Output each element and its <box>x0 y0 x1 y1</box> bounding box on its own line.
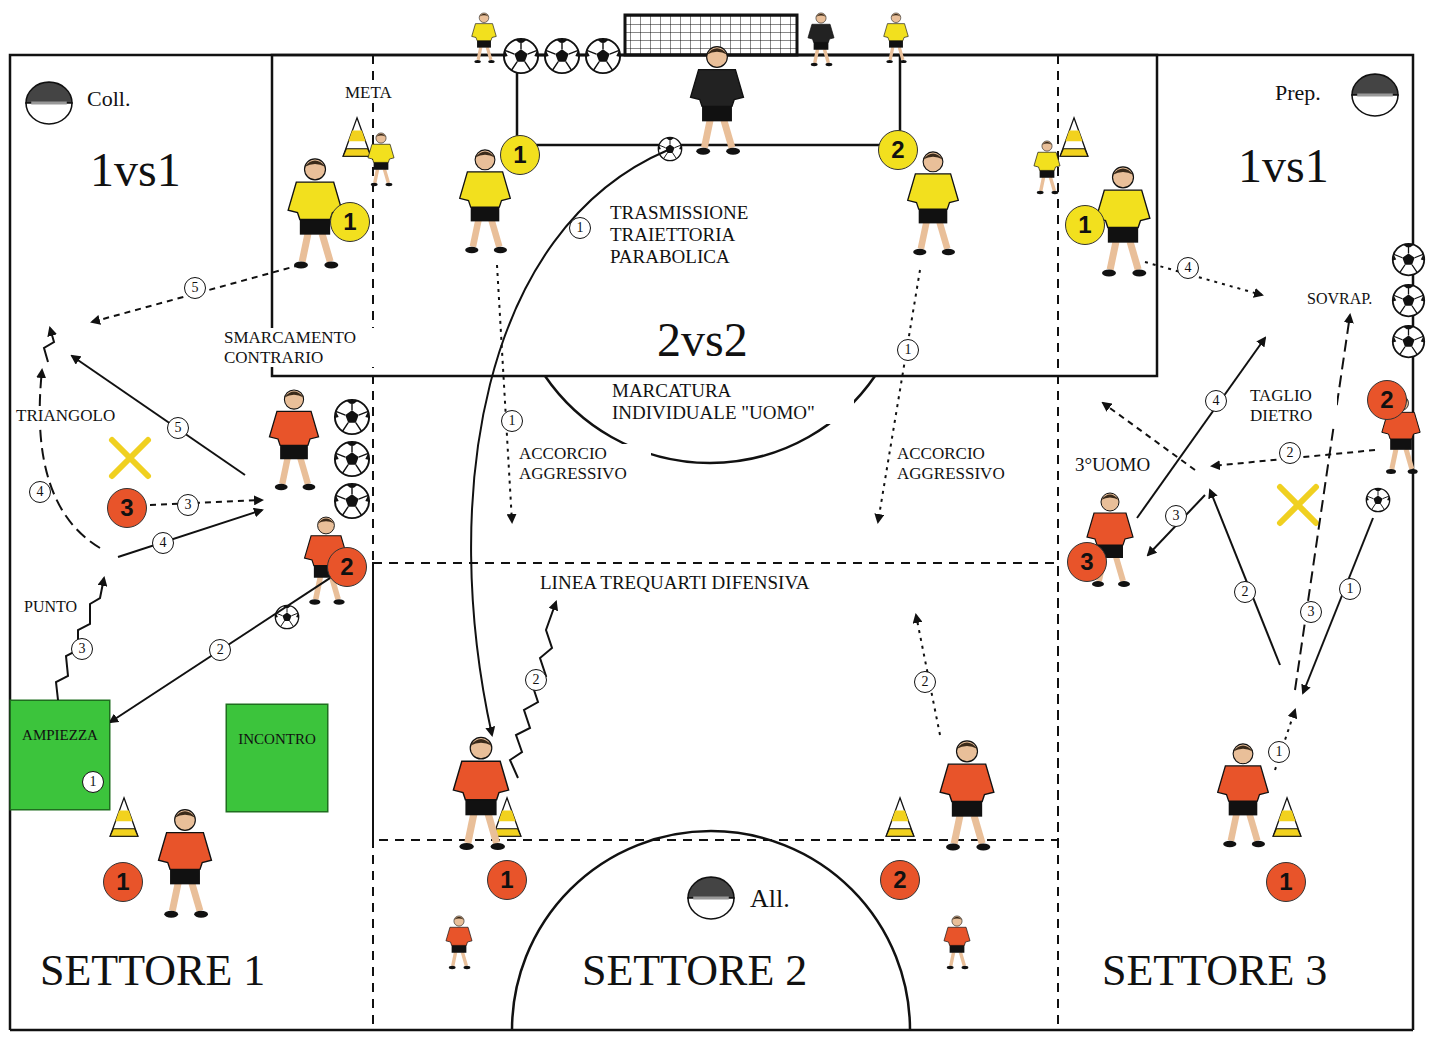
sector-title: SETTORE 1 <box>38 946 267 997</box>
player-number: 2 <box>1380 386 1393 414</box>
callout-number: 3 <box>177 494 199 516</box>
player-marker: 1 <box>500 135 540 175</box>
player-marker: 1 <box>487 860 527 900</box>
player-number: 1 <box>116 868 129 896</box>
callout-number: 4 <box>29 481 51 503</box>
callout-number: 2 <box>1234 581 1256 603</box>
player-number: 1 <box>1279 868 1292 896</box>
note-label: TAGLIO DIETRO <box>1248 386 1337 425</box>
player-number: 1 <box>343 208 356 236</box>
callout-number: 1 <box>501 410 523 432</box>
zone-label: INCONTRO <box>238 731 316 748</box>
player-marker: 2 <box>1367 380 1407 420</box>
pitch-lines <box>10 15 1413 1030</box>
player-number: 1 <box>500 866 513 894</box>
player-marker: 3 <box>1067 542 1107 582</box>
note-label: All. <box>748 884 792 914</box>
callout-number: 4 <box>152 532 174 554</box>
player-marker: 1 <box>1266 862 1306 902</box>
callout-number: 1 <box>569 217 591 239</box>
sector-title: 1vs1 <box>1236 138 1331 193</box>
callout-number: 3 <box>1300 601 1322 623</box>
note-label: MARCATURA INDIVIDUALE "UOMO" <box>610 380 854 424</box>
player-number: 3 <box>120 494 133 522</box>
callout-number: 5 <box>184 277 206 299</box>
callout-number: 4 <box>1205 390 1227 412</box>
player-marker: 2 <box>878 130 918 170</box>
note-label: PUNTO <box>22 598 79 616</box>
callout-number: 3 <box>71 638 93 660</box>
note-label: LINEA TREQUARTI DIFENSIVA <box>538 572 811 594</box>
note-label: Coll. <box>85 86 132 111</box>
sector-title: 2vs2 <box>655 312 750 367</box>
zone-box: INCONTRO <box>226 704 328 812</box>
player-marker: 2 <box>880 860 920 900</box>
player-marker: 3 <box>107 488 147 528</box>
callout-number: 5 <box>167 417 189 439</box>
note-label: META <box>343 83 394 103</box>
zone-label: AMPIEZZA <box>22 727 98 744</box>
player-number: 2 <box>893 866 906 894</box>
callout-number: 2 <box>209 639 231 661</box>
note-label: SMARCAMENTO CONTRARIO <box>222 328 376 367</box>
zone-box: AMPIEZZA <box>10 700 110 810</box>
callout-number: 1 <box>897 339 919 361</box>
callout-number: 1 <box>82 771 104 793</box>
callout-number: 3 <box>1165 505 1187 527</box>
callout-number: 2 <box>525 669 547 691</box>
player-number: 3 <box>1080 548 1093 576</box>
balls <box>275 39 1424 629</box>
note-label: TRIANGOLO <box>14 406 117 426</box>
training-zones <box>10 700 328 812</box>
sector-title: SETTORE 2 <box>580 946 809 997</box>
players <box>159 13 1421 969</box>
player-number: 2 <box>340 553 353 581</box>
pass-arrow <box>110 578 330 722</box>
player-number: 1 <box>513 141 526 169</box>
staff-hats <box>26 74 1398 919</box>
callout-number: 2 <box>914 671 936 693</box>
sector-title: 1vs1 <box>88 142 183 197</box>
cones <box>110 118 1301 836</box>
note-label: 3°UOMO <box>1073 454 1152 476</box>
note-label: SOVRAP. <box>1305 290 1374 308</box>
callout-number: 4 <box>1177 257 1199 279</box>
note-label: ACCORCIO AGGRESSIVO <box>895 444 1029 483</box>
callout-number: 2 <box>1279 442 1301 464</box>
player-marker: 1 <box>103 862 143 902</box>
player-marker: 2 <box>327 547 367 587</box>
player-marker: 1 <box>1065 205 1105 245</box>
movement-arrows <box>40 150 1375 778</box>
note-label: Prep. <box>1273 80 1323 105</box>
note-label: ACCORCIO AGGRESSIVO <box>517 444 651 483</box>
player-number: 2 <box>891 136 904 164</box>
callout-number: 1 <box>1268 741 1290 763</box>
player-marker: 1 <box>330 202 370 242</box>
note-label: TRASMISSIONE TRAIETTORIA PARABOLICA <box>608 202 802 268</box>
player-number: 1 <box>1078 211 1091 239</box>
callout-number: 1 <box>1339 578 1361 600</box>
sector-title: SETTORE 3 <box>1100 946 1329 997</box>
